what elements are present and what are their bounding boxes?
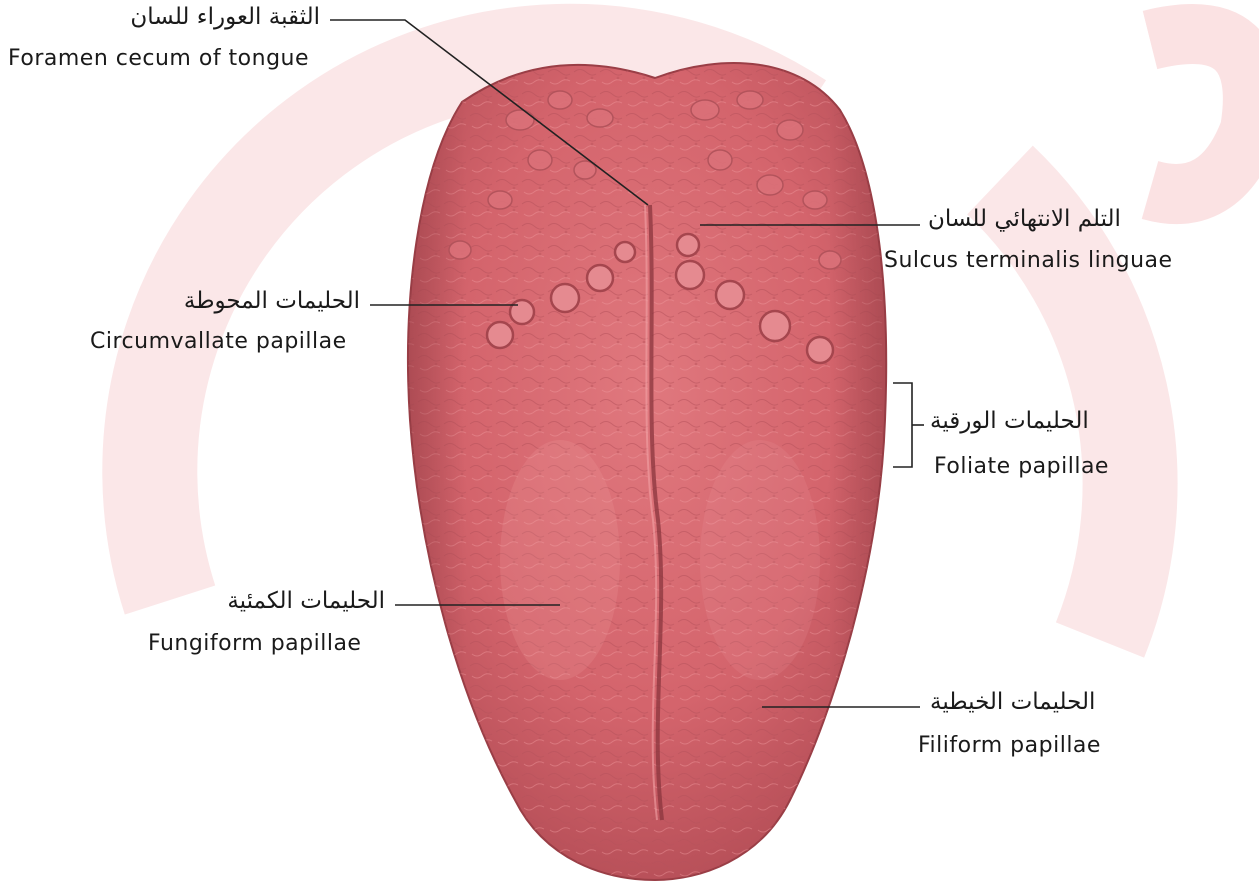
label-foliate-ar: الحليمات الورقية bbox=[930, 410, 1142, 433]
label-circumvallate-en: Circumvallate papillae bbox=[90, 331, 347, 353]
label-fungiform-en: Fungiform papillae bbox=[148, 633, 361, 655]
tongue-illustration bbox=[408, 63, 886, 880]
label-foliate-en: Foliate papillae bbox=[934, 456, 1109, 478]
label-sulcus-terminalis-en: Sulcus terminalis linguae bbox=[884, 250, 1173, 272]
label-sulcus-terminalis-ar: التلم الانتهائي للسان bbox=[928, 208, 1188, 231]
label-foramen-cecum-en: Foramen cecum of tongue bbox=[8, 48, 309, 70]
label-filiform-en: Filiform papillae bbox=[918, 735, 1101, 757]
label-foramen-cecum-ar: الثقبة العوراء للسان bbox=[72, 6, 320, 29]
leader-foliate-bracket bbox=[893, 383, 912, 467]
label-circumvallate-ar: الحليمات المحوطة bbox=[128, 290, 360, 313]
label-filiform-ar: الحليمات الخيطية bbox=[930, 691, 1142, 714]
label-fungiform-ar: الحليمات الكمئية bbox=[170, 590, 385, 613]
